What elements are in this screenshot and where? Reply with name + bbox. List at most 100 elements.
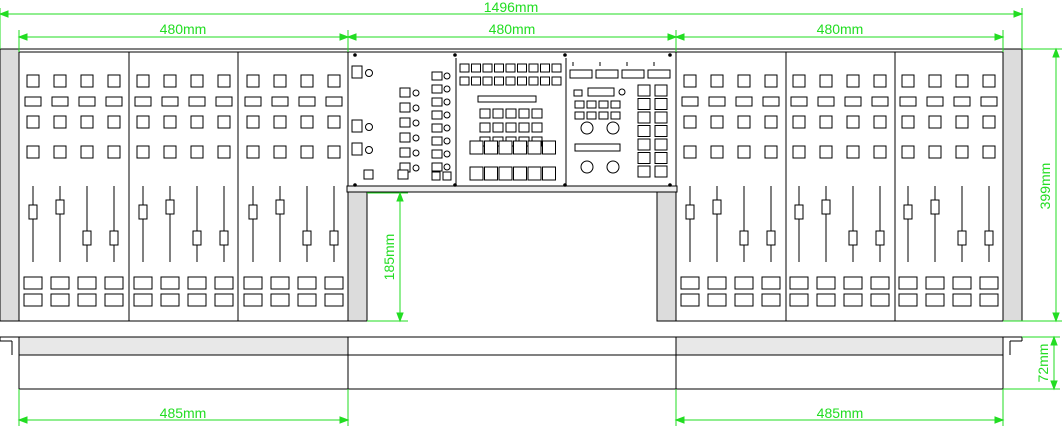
base-height-label: 72mm <box>1035 344 1051 383</box>
square-button <box>928 115 942 129</box>
label-button <box>899 96 917 107</box>
small-box <box>431 123 443 133</box>
square-button <box>273 115 287 129</box>
top-key <box>517 63 527 73</box>
large-key <box>527 166 542 181</box>
bottom-button <box>870 276 890 290</box>
bottom-button <box>925 293 945 307</box>
square-button <box>764 145 778 159</box>
side-key <box>654 165 668 178</box>
bottom-button <box>104 276 124 290</box>
large-key <box>527 140 542 155</box>
fader-cap <box>821 199 831 215</box>
small-box <box>442 171 452 181</box>
square-button <box>710 74 724 88</box>
label-button <box>24 96 42 107</box>
label-button <box>271 96 289 107</box>
bottom-button <box>952 293 972 307</box>
label-button <box>215 96 233 107</box>
fader-cap <box>248 204 258 220</box>
fader-cap <box>984 230 994 246</box>
bottom-button <box>160 293 180 307</box>
top-key <box>482 63 493 73</box>
left-wing <box>18 51 349 322</box>
knob <box>412 119 420 127</box>
knob <box>365 123 373 131</box>
top-key <box>471 76 481 86</box>
square-button <box>683 115 697 129</box>
keypad-key <box>518 122 530 133</box>
small-key <box>574 100 585 109</box>
right-wing <box>675 51 1004 322</box>
right-base-block <box>675 354 1004 390</box>
label-button <box>188 96 206 107</box>
large-key <box>484 140 498 155</box>
fader-module <box>243 74 344 307</box>
right-base-width-label: 485mm <box>817 405 864 421</box>
side-key <box>637 125 651 137</box>
small-box <box>399 117 411 128</box>
label-button <box>105 96 123 107</box>
keypad-key <box>492 108 504 119</box>
square-button <box>107 115 121 129</box>
left-inner-panel <box>347 189 368 322</box>
square-button <box>273 145 287 159</box>
side-key <box>637 98 651 110</box>
fader-cap <box>165 199 175 215</box>
bottom-button <box>77 276 97 290</box>
square-button <box>901 145 915 159</box>
large-key <box>513 140 527 155</box>
square-button <box>300 74 314 88</box>
side-key <box>637 165 651 178</box>
square-button <box>273 74 287 88</box>
small-box <box>431 84 443 94</box>
small-key <box>574 111 585 120</box>
label-button <box>844 96 862 107</box>
bottom-button <box>789 293 809 307</box>
small-key <box>586 111 597 120</box>
label-button <box>134 96 152 107</box>
square-button <box>846 115 860 129</box>
dimension-lines <box>0 8 1062 426</box>
small-box <box>431 97 443 107</box>
knob <box>443 137 451 145</box>
left-side-panel <box>0 48 20 322</box>
console-base <box>0 336 1023 390</box>
fader-module <box>133 74 234 307</box>
small-key <box>598 100 609 109</box>
side-key <box>637 138 651 151</box>
square-button <box>80 74 94 88</box>
label-button <box>51 96 69 107</box>
bottom-button <box>77 293 97 307</box>
keypad-key <box>531 108 543 119</box>
fader-cap <box>848 230 858 246</box>
knob <box>443 124 451 132</box>
fader-cap <box>903 204 913 220</box>
right-side-panel <box>1002 48 1023 322</box>
center-base-block <box>347 354 677 390</box>
bottom-button <box>187 293 207 307</box>
label-button <box>817 96 835 107</box>
bottom-button <box>898 276 918 290</box>
square-button <box>107 74 121 88</box>
square-button <box>710 145 724 159</box>
top-key <box>494 63 504 73</box>
panel-screw <box>563 53 567 57</box>
square-button <box>846 145 860 159</box>
large-key <box>498 140 513 155</box>
knob <box>443 85 451 93</box>
knob <box>412 89 420 97</box>
square-button <box>136 74 150 88</box>
small-box <box>399 102 411 113</box>
square-button <box>710 115 724 129</box>
fader-module <box>898 74 999 307</box>
top-key <box>459 76 470 86</box>
bottom-button <box>270 276 290 290</box>
clearance-height-label: 185mm <box>381 234 397 281</box>
fader-cap <box>82 230 92 246</box>
fader-module <box>23 74 124 307</box>
top-key <box>505 76 516 86</box>
square-button <box>819 145 833 159</box>
panel-screw <box>453 183 457 187</box>
square-button <box>873 145 887 159</box>
